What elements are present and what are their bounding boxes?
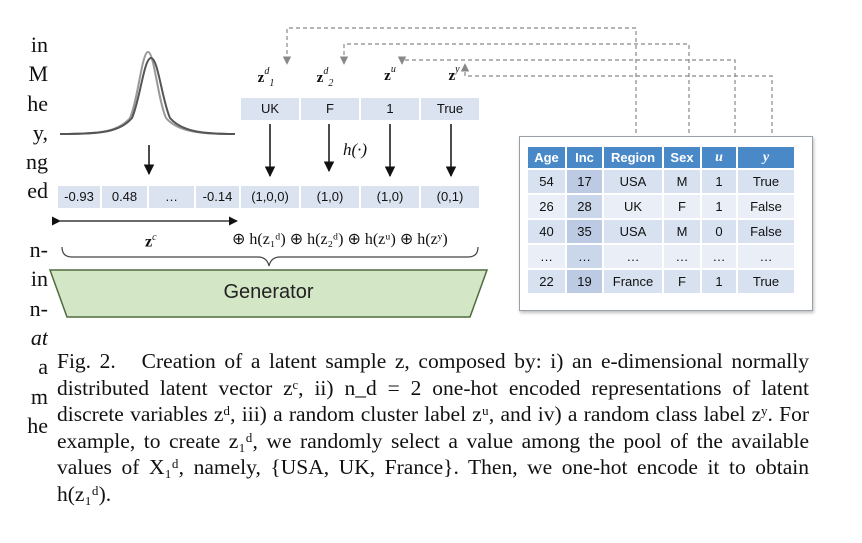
caption-text: Creation of a latent sample z, composed … [57, 349, 810, 506]
table-cell: … [528, 245, 565, 268]
latent-value-cell: 0.48 [102, 186, 147, 208]
dashed-connectors [282, 27, 773, 147]
edge-line: he [27, 90, 48, 116]
zu-label: zu [384, 64, 396, 84]
table-cell: F [664, 270, 700, 293]
latent-value-cell: -0.14 [196, 186, 239, 208]
down-arrows [143, 124, 457, 178]
edge-line: in [30, 32, 48, 57]
table-cell: USA [604, 170, 662, 193]
caption-prefix: Fig. 2. [57, 349, 116, 373]
edge-line: y, [32, 119, 48, 145]
table-cell: 1 [702, 270, 736, 293]
h-function-label: h(·) [343, 140, 368, 159]
column-header: Region [604, 147, 662, 168]
table-cell: False [738, 195, 794, 218]
edge-line: m [30, 383, 48, 409]
z2d-label: zd2 [316, 66, 334, 89]
figure-caption: Fig. 2. Creation of a latent sample z, c… [57, 348, 809, 507]
table-cell: France [604, 270, 662, 293]
cropped-body-text: in M he y, ng ed n- in n- at a m he [0, 30, 48, 440]
edge-line: n- [29, 237, 48, 263]
table-cell: 1 [702, 170, 736, 193]
table-row: 54 17 USA M 1 True [528, 170, 794, 193]
edge-line: a [38, 354, 48, 380]
table-cell: … [604, 245, 662, 268]
table-cell: 40 [528, 220, 565, 243]
top-value-cell: F [301, 98, 359, 120]
table-cell: UK [604, 195, 662, 218]
latent-value-cell: … [149, 186, 194, 208]
gaussian-curves [59, 50, 236, 135]
table-cell: 35 [567, 220, 602, 243]
edge-line: ng [26, 149, 48, 175]
concatenation-label: ⊕ h(z₁ᵈ) ⊕ h(z₂ᵈ) ⊕ h(zᵘ) ⊕ h(zʸ) [232, 231, 448, 248]
data-table: Age Inc Region Sex u y 54 17 USA M 1 Tru… [526, 145, 796, 295]
encoded-value-cell: (1,0,0) [241, 186, 299, 208]
zy-label: zy [448, 64, 460, 84]
column-header: u [702, 147, 736, 168]
table-cell: False [738, 220, 794, 243]
generator-label: Generator [223, 281, 314, 303]
table-cell: 28 [567, 195, 602, 218]
column-header: y [738, 147, 794, 168]
column-header: Inc [567, 147, 602, 168]
column-header: Sex [664, 147, 700, 168]
encoded-value-cell: (1,0) [361, 186, 419, 208]
top-value-cell: True [421, 98, 479, 120]
table-cell: 19 [567, 270, 602, 293]
table-cell: USA [604, 220, 662, 243]
table-cell: 26 [528, 195, 565, 218]
table-cell: 1 [702, 195, 736, 218]
table-cell: True [738, 170, 794, 193]
latent-value-cell: -0.93 [58, 186, 100, 208]
edge-line: ed [27, 178, 48, 204]
table-row: … … … … … … [528, 245, 794, 268]
zc-label: zc [145, 232, 157, 251]
generator-block [48, 269, 489, 318]
table-cell: … [664, 245, 700, 268]
table-cell: 54 [528, 170, 565, 193]
column-header: Age [528, 147, 565, 168]
encoded-value-cell: (1,0) [301, 186, 359, 208]
curly-brace [61, 246, 479, 267]
table-cell: F [664, 195, 700, 218]
edge-line: M [28, 61, 48, 87]
table-cell: … [738, 245, 794, 268]
encoded-value-cell: (0,1) [421, 186, 479, 208]
top-value-cell: UK [241, 98, 299, 120]
table-row: 22 19 France F 1 True [528, 270, 794, 293]
table-cell: M [664, 170, 700, 193]
edge-line: in [30, 266, 48, 292]
table-cell: 17 [567, 170, 602, 193]
table-cell: … [702, 245, 736, 268]
table-row: 26 28 UK F 1 False [528, 195, 794, 218]
table-header-row: Age Inc Region Sex u y [528, 147, 794, 168]
edge-line: n- [29, 295, 48, 321]
edge-line: he [27, 412, 48, 438]
z1d-label: zd1 [257, 66, 275, 89]
table-cell: … [567, 245, 602, 268]
table-cell: 0 [702, 220, 736, 243]
table-cell: True [738, 270, 794, 293]
top-value-cell: 1 [361, 98, 419, 120]
edge-line: at [30, 324, 48, 350]
table-row: 40 35 USA M 0 False [528, 220, 794, 243]
table-cell: M [664, 220, 700, 243]
table-cell: 22 [528, 270, 565, 293]
